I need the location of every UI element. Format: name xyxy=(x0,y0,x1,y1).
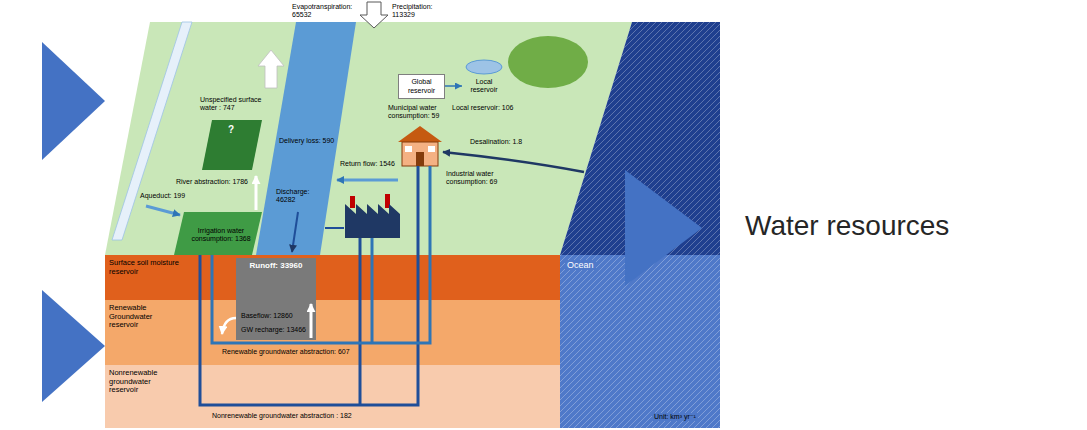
precipitation-arrow xyxy=(360,2,388,28)
ocean-block: Ocean xyxy=(560,255,720,428)
irrigated-area xyxy=(508,36,588,88)
recharge-arrow xyxy=(222,318,236,334)
flux-label: Renewable groundwater abstraction: 607 xyxy=(222,348,350,356)
pointer-triangle xyxy=(42,42,105,160)
flux-label: Baseflow: 12860 xyxy=(241,312,293,320)
renewable-pipe xyxy=(212,166,430,343)
house-body xyxy=(402,142,438,166)
reservoir-box: Global reservoir xyxy=(398,74,445,99)
reservoir-ellipse-text: Local reservoir xyxy=(463,78,505,94)
soil-layer-fill xyxy=(105,255,560,300)
return-flow-arrow xyxy=(337,179,398,182)
land-surface xyxy=(105,22,632,255)
house-roof xyxy=(398,126,442,142)
groundwater-layer-fill xyxy=(105,300,560,365)
nonrenewable-pipe xyxy=(200,166,418,405)
flux-label: GW recharge: 13466 xyxy=(241,326,306,334)
house-window xyxy=(405,146,412,152)
groundwater-layer: Renewable Groundwater reservoir xyxy=(105,300,560,365)
reservoir-ellipse: Local reservoir xyxy=(462,58,506,98)
field-area-text: Irrigation water consumption: 1368 xyxy=(189,227,253,243)
soil-layer-text: Surface soil moisture reservoir xyxy=(109,259,189,276)
reservoir-box-text: Global reservoir xyxy=(401,78,442,94)
renewable-pipe xyxy=(371,238,374,343)
groundwater-layer-text: Renewable Groundwater reservoir xyxy=(109,304,169,330)
field-area: Irrigation water consumption: 1368 xyxy=(187,222,255,248)
groundwater-layer-text: Nonrenewable groundwater reservoir xyxy=(109,369,169,395)
abstraction-pipe xyxy=(325,227,344,229)
pointer-triangle xyxy=(625,170,702,286)
runoff-column xyxy=(236,258,316,340)
flux-label: River abstraction: 1786 xyxy=(176,178,248,186)
flux-label: Return flow: 1546 xyxy=(340,160,395,168)
soil-layer: Surface soil moisture reservoir Runoff: 3… xyxy=(105,255,560,300)
aqueduct-arrow xyxy=(146,206,180,215)
flux-label: Discharge: 46282 xyxy=(276,188,316,204)
flow-connector xyxy=(445,85,462,87)
evapotranspiration-arrow xyxy=(258,50,284,88)
flux-label: Aqueduct: 199 xyxy=(140,192,185,200)
river xyxy=(256,22,356,255)
flux-label: Municipal water consumption: 59 xyxy=(388,104,444,120)
house-window xyxy=(428,146,435,152)
unit-note: Unit: km³ yr⁻¹ xyxy=(652,413,698,421)
runoff-box: Runoff: 33960 xyxy=(236,258,316,300)
flux-label: Nonrenewable groundwater abstraction : 1… xyxy=(212,412,352,420)
aqueduct-channel xyxy=(112,22,192,240)
factory-chimney xyxy=(350,196,355,208)
flux-label: Precipitation: 113329 xyxy=(392,3,440,19)
discharge-arrow xyxy=(292,212,298,252)
desalination-arrow xyxy=(443,152,584,172)
reservoir-shape xyxy=(462,58,506,76)
nonrenewable-pipe xyxy=(359,238,362,405)
ocean-front xyxy=(560,255,720,428)
flux-label: Industrial water consumption: 69 xyxy=(446,170,502,186)
pointer-triangle xyxy=(42,290,105,402)
question-mark: ? xyxy=(228,124,234,136)
flux-label: Evapotranspiration: 65532 xyxy=(292,3,358,19)
irrigation-field-fill xyxy=(174,212,262,255)
section-heading: Water resources xyxy=(745,210,949,242)
ocean-block-text: Ocean xyxy=(565,260,596,270)
flux-label: Delivery loss: 590 xyxy=(279,137,334,145)
delivery-loss-arrow xyxy=(255,176,258,210)
ocean-hatch xyxy=(560,255,720,428)
factory-body xyxy=(345,214,400,238)
unspecified-field xyxy=(202,120,262,170)
runoff-box-text: Runoff: 33960 xyxy=(250,261,303,270)
house-door xyxy=(416,152,424,166)
groundwater-layer-fill xyxy=(105,365,560,428)
factory-roof xyxy=(345,204,400,214)
flux-label: Local reservoir: 106 xyxy=(452,104,513,112)
flux-label: Desalination: 1.8 xyxy=(470,138,522,146)
baseflow-arrow xyxy=(310,304,313,338)
reservoir-shape xyxy=(466,60,502,74)
flux-label: Unspecified surface water : 747 xyxy=(200,96,270,112)
